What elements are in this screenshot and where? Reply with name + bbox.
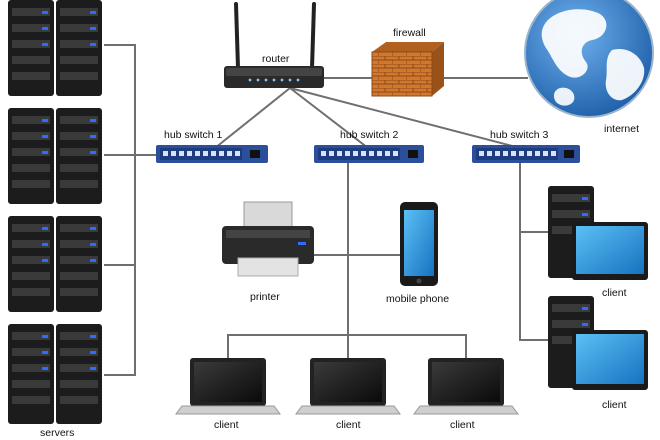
printer-icon [222,201,314,277]
client-1-label: client [214,419,239,431]
router-icon [224,2,324,88]
server-rack-icon [8,216,102,312]
hub-switch-3-label: hub switch 3 [490,129,549,141]
firewall: firewall [371,27,444,97]
hub-switch-2: hub switch 2 [314,129,424,163]
hub-switch-1-label: hub switch 1 [164,129,223,141]
hub-switch-1: hub switch 1 [156,129,268,163]
wires [104,44,550,376]
laptop-icon [175,358,281,415]
internet: internet [524,0,654,135]
laptop-client-2: client [295,358,401,431]
firewall-icon [371,42,444,97]
laptop-icon [413,358,519,415]
server-rack-icon [8,0,102,96]
router-label: router [262,53,290,65]
router: router [224,2,324,88]
firewall-label: firewall [393,27,426,39]
server-group: servers [8,0,102,439]
laptop-client-3: client [413,358,519,431]
laptop-icon [295,358,401,415]
desktop-client-5: client [548,296,648,411]
globe-icon [524,0,654,118]
monitor-icon [572,330,648,390]
server-rack-icon [8,108,102,204]
mobile-phone-icon [400,202,438,286]
mobile-phone-label: mobile phone [386,293,449,305]
server-rack-icon [8,324,102,424]
client-3-label: client [450,419,475,431]
desktop-client-4: client [548,186,648,299]
printer-label: printer [250,291,280,303]
hub-switch-3: hub switch 3 [472,129,580,163]
laptop-client-1: client [175,358,281,431]
switch-icon [156,145,268,163]
switch-icon [472,145,580,163]
internet-label: internet [604,123,639,135]
client-5-label: client [602,399,627,411]
hub-switch-2-label: hub switch 2 [340,129,399,141]
monitor-icon [572,222,648,280]
mobile-phone: mobile phone [386,202,449,305]
client-2-label: client [336,419,361,431]
client-4-label: client [602,287,627,299]
switch-icon [314,145,424,163]
servers-label: servers [40,427,74,439]
printer: printer [222,201,314,303]
